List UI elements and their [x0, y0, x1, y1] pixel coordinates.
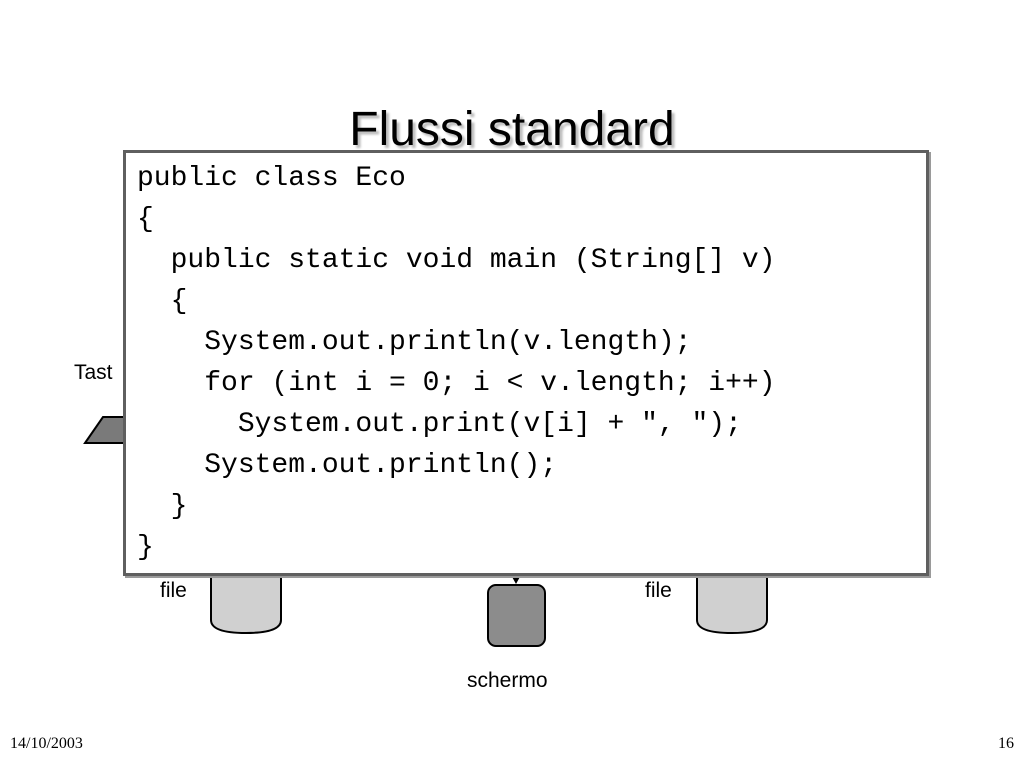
code-line: public static void main (String[] v) — [137, 245, 776, 276]
file-cylinder-left — [210, 559, 282, 635]
file-label-left: file — [160, 579, 187, 602]
screen-label: schermo — [467, 669, 548, 692]
code-line: System.out.println(); — [137, 450, 558, 481]
file-label-right: file — [645, 579, 672, 602]
screen-shape — [487, 584, 546, 647]
code-line: for (int i = 0; i < v.length; i++) — [137, 368, 776, 399]
code-line: { — [137, 204, 154, 235]
code-line: } — [137, 491, 188, 522]
keyboard-label: Tast — [74, 361, 113, 384]
code-line: { — [137, 286, 188, 317]
code-box: public class Eco { public static void ma… — [123, 150, 929, 576]
code-line: public class Eco — [137, 163, 406, 194]
file-cylinder-right — [696, 559, 768, 635]
footer-page-number: 16 — [998, 735, 1014, 752]
code-line: System.out.println(v.length); — [137, 327, 692, 358]
footer-date: 14/10/2003 — [10, 735, 83, 752]
slide-title: Flussi standard — [349, 103, 675, 156]
code-line: } — [137, 532, 154, 563]
code-line: System.out.print(v[i] + ", "); — [137, 409, 742, 440]
